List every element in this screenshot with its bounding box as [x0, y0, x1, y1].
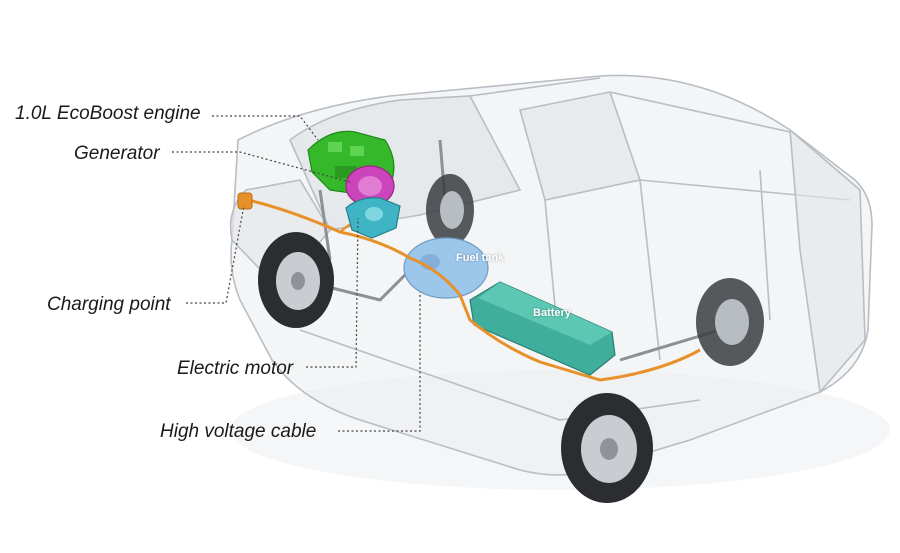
charging-point-shape	[237, 192, 253, 210]
electric-motor-leader	[306, 217, 359, 368]
hv-cable-leader	[338, 292, 421, 432]
engine-label: 1.0L EcoBoost engine	[15, 103, 201, 124]
electric-motor-label: Electric motor	[177, 358, 294, 379]
generator-label: Generator	[74, 143, 160, 164]
front-right-wheel	[426, 174, 474, 246]
generator-shape	[345, 165, 395, 207]
hv-cable-line	[247, 198, 701, 382]
fuel-tank-label: Fuel tank	[456, 252, 505, 264]
rear-left-wheel	[561, 393, 653, 503]
rear-right-wheel	[696, 278, 764, 366]
hv-cable-label: High voltage cable	[160, 421, 317, 442]
leader-lines	[172, 115, 421, 432]
engine-leader	[212, 115, 319, 141]
charging-point-label: Charging point	[47, 294, 171, 315]
front-left-wheel	[258, 232, 334, 328]
generator-leader	[172, 151, 351, 183]
electric-motor-shape	[345, 197, 401, 239]
battery-label: Battery	[533, 307, 571, 319]
fuel-tank-shape	[403, 237, 489, 299]
